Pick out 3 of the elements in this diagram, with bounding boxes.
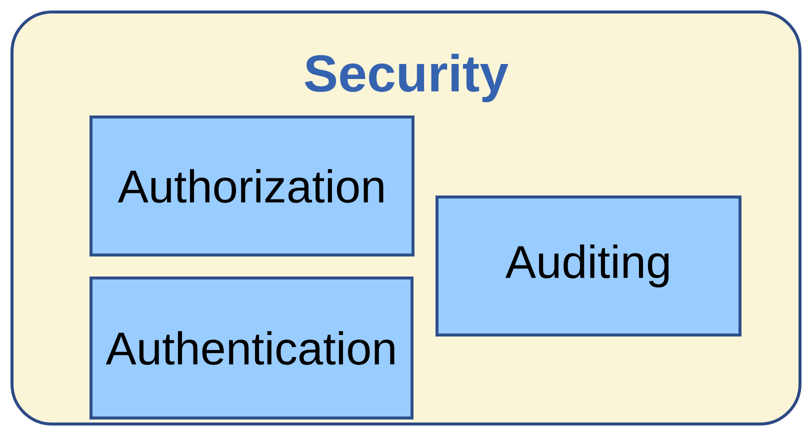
component-box: Authorization <box>90 116 414 256</box>
component-box: Auditing <box>436 196 742 336</box>
component-box: Authentication <box>90 276 414 420</box>
